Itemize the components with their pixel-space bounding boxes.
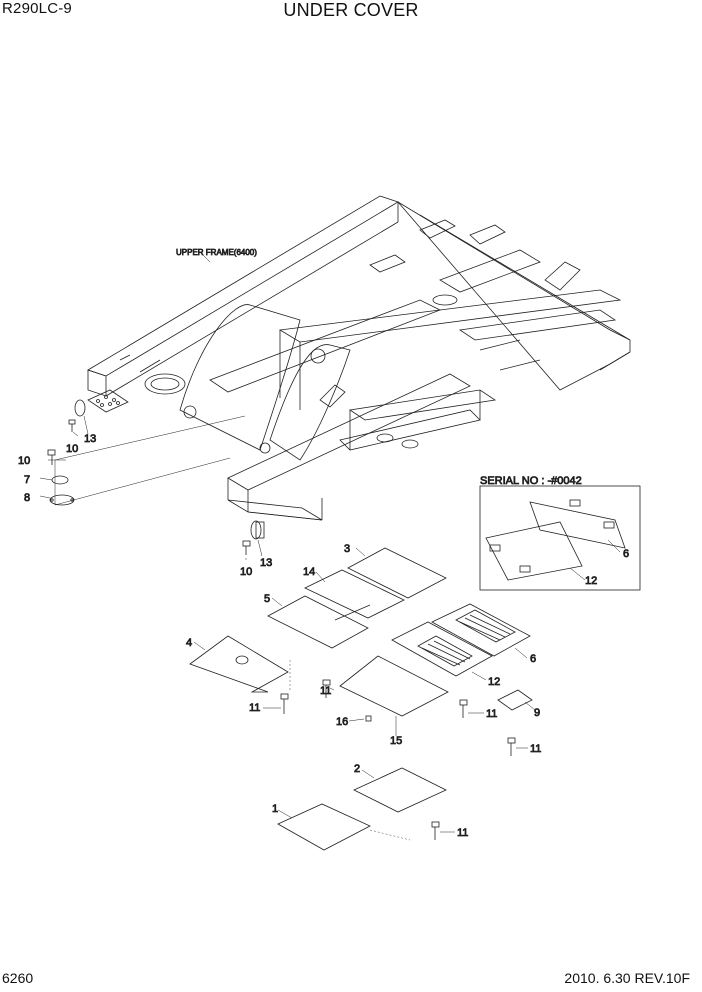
callout-2: 2 (354, 763, 360, 775)
panel-14 (304, 569, 405, 619)
panel-1 (277, 803, 371, 851)
page-title: UNDER COVER (283, 0, 419, 20)
panel-12 (391, 621, 493, 677)
grille-13-left (74, 389, 129, 417)
callout-7: 7 (24, 474, 30, 486)
bolt-11-d (507, 737, 516, 756)
callout-14: 14 (303, 566, 315, 578)
frame-label: UPPER FRAME(6400) (176, 248, 257, 257)
bolt-11-a (280, 693, 289, 714)
upper-frame (87, 195, 631, 521)
callout-13-left: 13 (84, 433, 96, 445)
gasket-7 (51, 475, 69, 485)
page-number: 6260 (2, 970, 34, 986)
callout-12-serial: 12 (585, 575, 597, 587)
callout-6: 6 (530, 653, 536, 665)
callout-10-left: 10 (18, 455, 30, 467)
panel-5 (267, 595, 369, 649)
panel-6-right (431, 603, 531, 657)
callout-15: 15 (390, 735, 402, 747)
callout-3: 3 (344, 543, 350, 555)
panel-15 (339, 655, 449, 717)
callout-11-a: 11 (249, 702, 260, 714)
bracket-9 (497, 689, 533, 711)
callout-6-serial: 6 (623, 548, 629, 560)
serial-label: SERIAL NO : -#0042 (480, 475, 582, 487)
callout-11-e: 11 (457, 827, 468, 839)
panel-4 (189, 635, 289, 693)
callout-16: 16 (336, 716, 348, 728)
model-name: R290LC-9 (2, 0, 72, 17)
callout-5: 5 (264, 593, 270, 605)
revision-date: 2010. 6.30 REV.10F (564, 970, 690, 986)
cover-8 (49, 494, 75, 506)
panel-3 (347, 547, 447, 599)
callout-11-d: 11 (530, 743, 541, 755)
serial-box (479, 485, 641, 591)
callout-8: 8 (24, 492, 30, 504)
callout-11-b: 11 (320, 685, 331, 697)
nut-16 (365, 715, 372, 722)
callout-11-c: 11 (486, 708, 497, 720)
bolt-11-c (459, 699, 468, 718)
panel-2 (353, 767, 447, 813)
callout-12: 12 (488, 676, 500, 688)
callout-10-center: 10 (240, 566, 252, 578)
bolt-11-e (431, 821, 440, 840)
callout-13-center: 13 (260, 557, 272, 569)
bolt-11-b (322, 679, 331, 698)
callout-10-mid: 10 (66, 443, 78, 455)
callout-4: 4 (186, 637, 192, 649)
callout-9: 9 (534, 707, 540, 719)
callout-1: 1 (272, 803, 278, 815)
grille-13-center (242, 520, 265, 555)
